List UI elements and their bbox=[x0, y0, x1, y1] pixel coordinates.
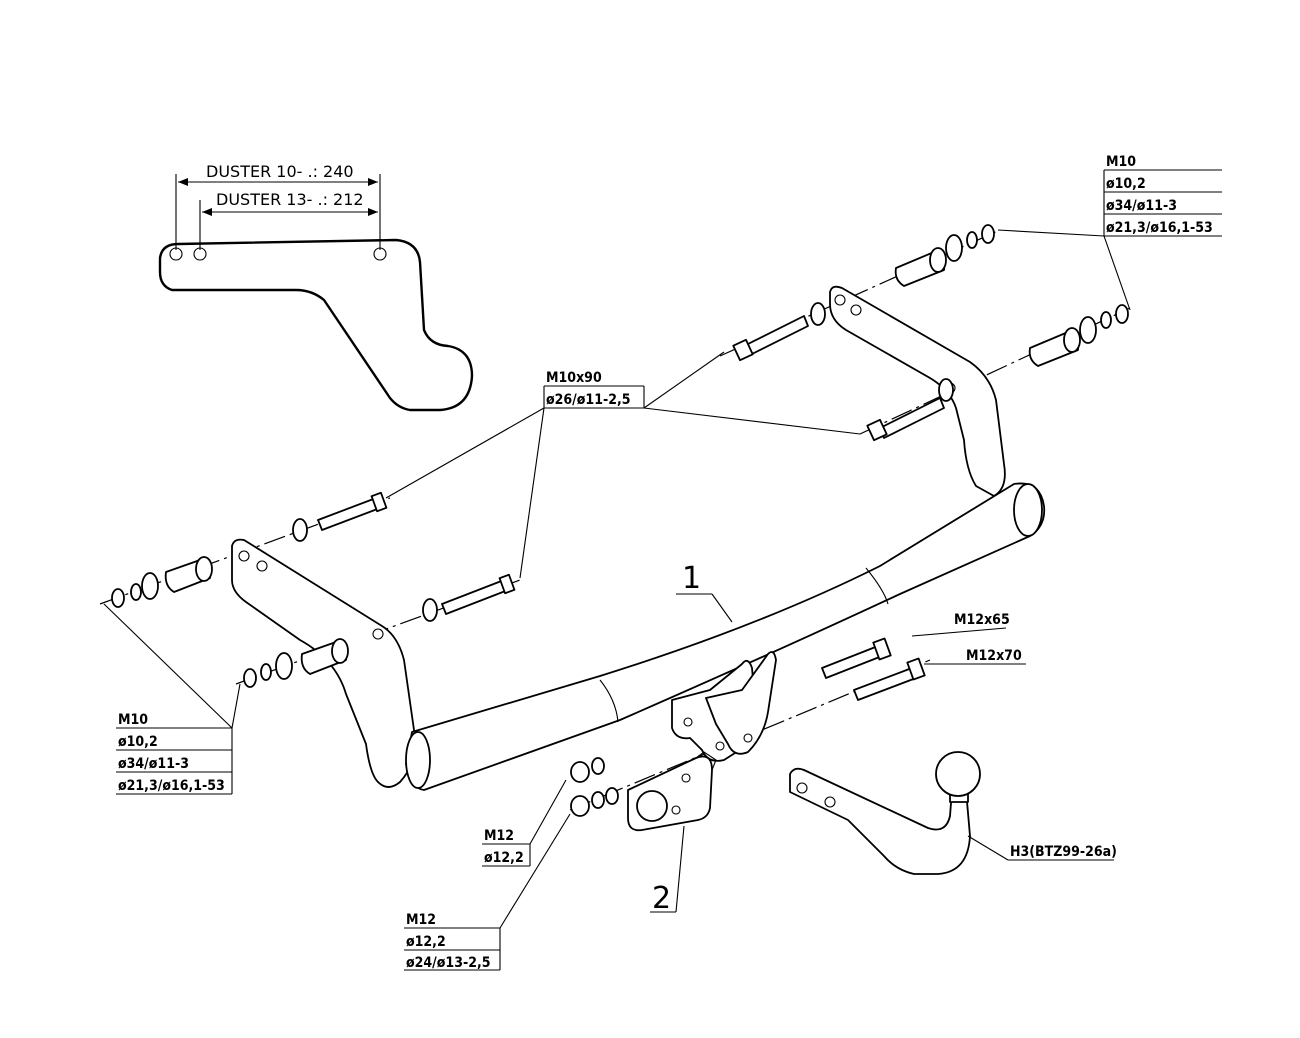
label-washer-24: ø24/ø13-2,5 bbox=[406, 955, 491, 971]
label-washer-34-top: ø34/ø11-3 bbox=[1106, 198, 1177, 214]
label-tow-ball: H3(BTZ99-26a) bbox=[1010, 844, 1117, 860]
label-washer-12-2-large: ø12,2 bbox=[406, 934, 446, 950]
label-washer-10-2-top: ø10,2 bbox=[1106, 176, 1146, 192]
dim-duster-10: DUSTER 10- .: 240 bbox=[206, 162, 354, 181]
label-m10x90: M10x90 bbox=[546, 370, 602, 386]
label-m12x70: M12x70 bbox=[966, 648, 1022, 664]
leader-lines bbox=[103, 169, 1222, 971]
label-washer-34-bottom: ø34/ø11-3 bbox=[118, 756, 189, 772]
spacers-washers-nuts bbox=[111, 224, 1129, 817]
label-m10-top: M10 bbox=[1106, 154, 1136, 170]
label-washer-10-2-bottom: ø10,2 bbox=[118, 734, 158, 750]
main-crossbar bbox=[231, 285, 1046, 791]
tow-ball bbox=[789, 751, 981, 875]
callout-right-top: M10 ø10,2 ø34/ø11-3 ø21,3/ø16,1-53 bbox=[1106, 154, 1213, 236]
callout-nut-small: M12 ø12,2 bbox=[484, 828, 524, 866]
socket-plate bbox=[627, 751, 717, 832]
m10-bolts bbox=[317, 315, 945, 615]
label-washer-26: ø26/ø11-2,5 bbox=[546, 392, 631, 408]
callout-left-bottom: M10 ø10,2 ø34/ø11-3 ø21,3/ø16,1-53 bbox=[118, 712, 225, 794]
label-m12x65: M12x65 bbox=[954, 612, 1010, 628]
label-washer-12-2-small: ø12,2 bbox=[484, 850, 524, 866]
label-m12-nut-large: M12 bbox=[406, 912, 436, 928]
label-spacer-21-bottom: ø21,3/ø16,1-53 bbox=[118, 778, 225, 794]
part-number-2: 2 bbox=[652, 881, 671, 916]
callout-m12-bolts: M12x65 M12x70 bbox=[954, 612, 1022, 664]
callout-center-bolts: M10x90 ø26/ø11-2,5 bbox=[546, 370, 631, 408]
side-bracket-detail: DUSTER 10- .: 240 DUSTER 13- .: 212 bbox=[158, 162, 474, 412]
label-spacer-21-top: ø21,3/ø16,1-53 bbox=[1106, 220, 1213, 236]
part-number-1: 1 bbox=[682, 561, 701, 596]
dim-duster-13: DUSTER 13- .: 212 bbox=[216, 190, 364, 209]
callout-nut-large: M12 ø12,2 ø24/ø13-2,5 bbox=[406, 912, 491, 971]
label-m12-nut-small: M12 bbox=[484, 828, 514, 844]
label-m10-bottom: M10 bbox=[118, 712, 148, 728]
